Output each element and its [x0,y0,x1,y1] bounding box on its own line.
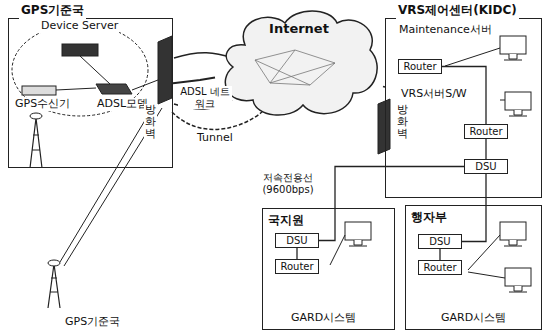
site-heading: 국지원 [268,212,304,229]
site-heading: VRS제어센터(KIDC) [396,2,519,19]
device-box: Router [275,259,319,274]
site-heading: GPS기준국 [19,2,86,19]
device-name: DSU [469,161,503,172]
part-label: 저속전용선 (9600bps) [246,172,330,195]
antenna [30,113,42,119]
antenna-tower [30,118,42,168]
part-label: GARD시스템 [290,312,357,325]
device-box: DSU [464,159,508,174]
part-label: GPS수신기 [14,98,71,111]
leader-line [60,112,150,262]
cable [56,88,96,90]
firewall-label: 방화벽 [144,104,157,140]
device-name: Router [403,61,437,72]
cable [132,80,158,90]
device-name: DSU [280,235,314,246]
adsl-modem [96,84,132,94]
part-label: ADSL모뎀 [96,98,149,111]
device-box: DSU [418,234,462,249]
network-link [485,139,486,159]
network-cloud: Internet [215,5,383,123]
firewall [378,99,390,154]
device-server [62,44,98,56]
gps-receiver [22,86,56,95]
device-box: DSU [275,233,319,248]
network-link [462,174,486,242]
antenna [48,260,60,266]
device-name: Router [469,126,503,137]
site-heading: 행자부 [411,209,447,226]
network-link [319,167,464,241]
device-box: Router [398,59,442,74]
network-link [173,78,215,84]
part-label: Tunnel [196,132,234,145]
part-label: VRS서버S/W [400,88,468,101]
part-label: Device Server [40,20,119,33]
tunnel [172,112,262,129]
adsl-pipe [174,53,232,109]
part-label: Maintenance서버 [398,24,493,37]
cable [80,56,110,84]
firewall [158,36,172,104]
device-name: DSU [423,236,457,247]
device-box: Router [418,260,462,275]
site-box: GPS기준국 [8,18,173,168]
antenna-tower [48,264,60,308]
part-label: ADSL 네트워크 [178,86,232,109]
device-name: Router [423,262,457,273]
network-link [296,248,297,259]
cloud-label: Internet [215,21,383,36]
device-box: Router [464,124,508,139]
network-link [439,249,440,260]
device-name: Router [280,261,314,272]
part-label: GPS기준국 [64,316,121,329]
part-label: GARD시스템 [440,312,507,325]
firewall-label: 방화벽 [396,104,409,140]
